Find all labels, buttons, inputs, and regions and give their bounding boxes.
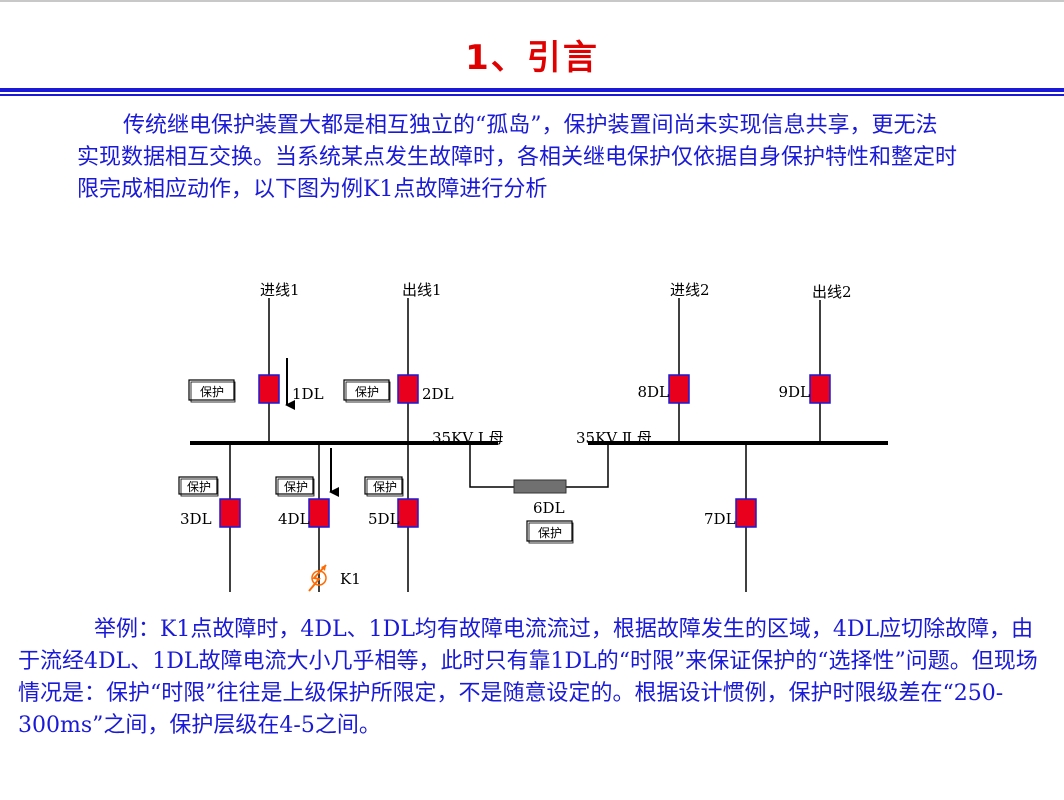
protection-box-4: 保护 <box>275 476 315 497</box>
example-paragraph: 举例：K1点故障时，4DL、1DL均有故障电流流过，根据故障发生的区域，4DL应… <box>18 617 1038 738</box>
title-rule-thin <box>0 94 1064 96</box>
fault-k1-icon <box>308 564 327 592</box>
label-outgoing-2: 出线2 <box>812 283 852 301</box>
top-border <box>0 0 1064 2</box>
label-9dl: 9DL <box>778 383 810 401</box>
breaker-2dl <box>397 374 419 404</box>
breaker-8dl <box>668 374 690 404</box>
protection-box-2-label: 保护 <box>355 385 379 399</box>
label-bus-2: 35KV Ⅱ 母 <box>576 429 652 447</box>
label-fault-k1: K1 <box>340 570 361 588</box>
protection-box-6: 保护 <box>526 520 574 544</box>
breaker-4dl <box>308 498 330 528</box>
label-3dl: 3DL <box>180 510 212 528</box>
label-8dl: 8DL <box>637 383 669 401</box>
label-5dl: 5DL <box>368 510 400 528</box>
label-incoming-2: 进线2 <box>670 281 710 299</box>
protection-box-6-label: 保护 <box>538 526 562 540</box>
protection-box-5-label: 保护 <box>373 480 397 494</box>
breaker-7dl <box>735 498 757 528</box>
slide-title: 1、引言 <box>465 38 599 78</box>
label-outgoing-1: 出线1 <box>402 281 442 299</box>
protection-box-2: 保护 <box>343 379 391 403</box>
label-bus-1: 35KV Ⅰ 母 <box>432 429 504 447</box>
protection-box-3: 保护 <box>178 476 219 497</box>
label-4dl: 4DL <box>278 510 310 528</box>
intro-paragraph: 传统继电保护装置大都是相互独立的“孤岛”，保护装置间尚未实现信息共享，更无法实现… <box>77 113 958 202</box>
breaker-9dl <box>809 374 831 404</box>
breaker-6dl <box>513 479 567 494</box>
title-rule-thick <box>0 88 1064 92</box>
protection-box-5: 保护 <box>364 476 404 497</box>
label-incoming-1: 进线1 <box>260 281 300 299</box>
label-7dl: 7DL <box>704 510 736 528</box>
breaker-5dl <box>397 498 419 528</box>
label-1dl: 1DL <box>292 385 324 403</box>
protection-box-1-label: 保护 <box>200 385 224 399</box>
label-6dl: 6DL <box>533 499 565 517</box>
protection-box-4-label: 保护 <box>284 480 308 494</box>
label-2dl: 2DL <box>422 385 454 403</box>
protection-box-1: 保护 <box>188 379 236 403</box>
breaker-3dl <box>219 498 241 528</box>
breaker-1dl <box>258 374 280 404</box>
protection-box-3-label: 保护 <box>187 480 211 494</box>
